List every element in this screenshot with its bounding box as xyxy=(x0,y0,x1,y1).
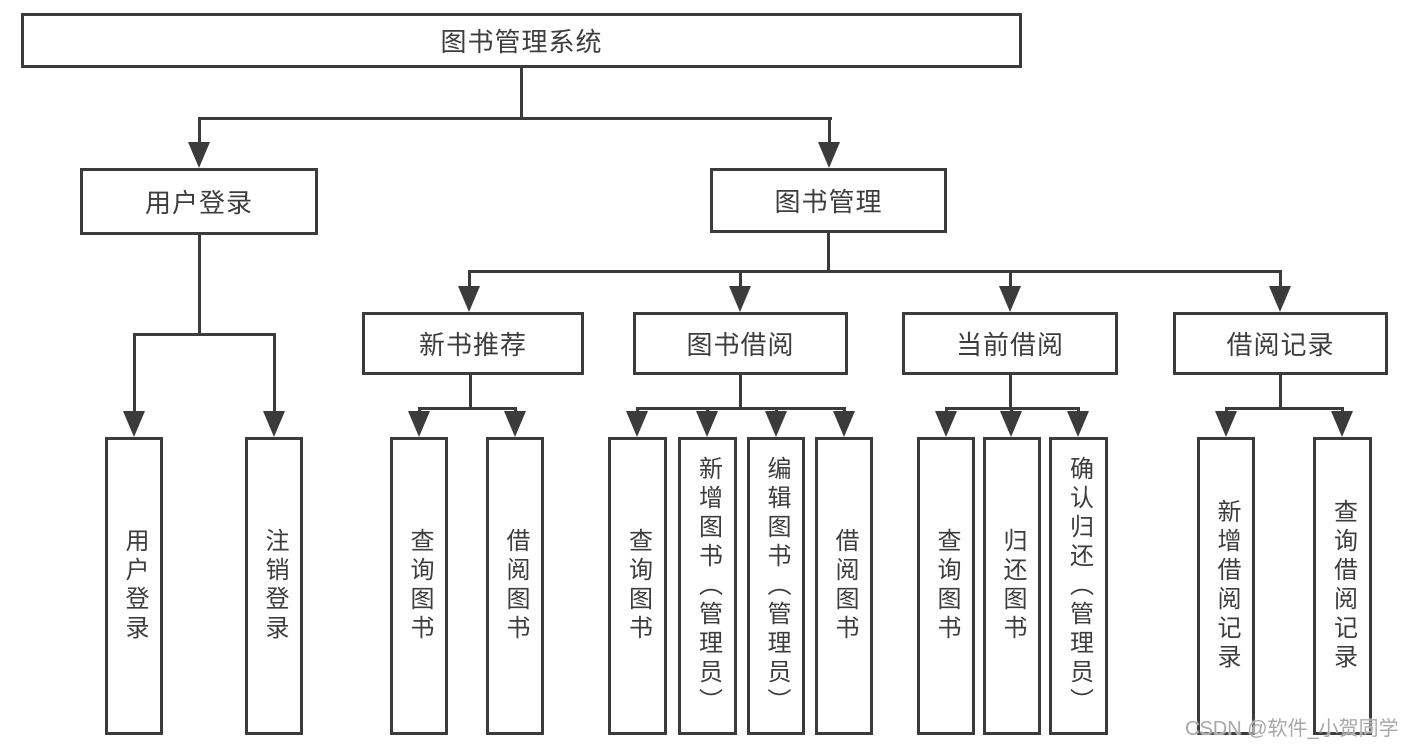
arrow-down-icon xyxy=(626,411,648,437)
arrow-shaft xyxy=(1279,270,1282,288)
leaf-borrow-books-1-label: 借阅图书 xyxy=(502,528,529,644)
arrow-down-icon xyxy=(1331,411,1353,437)
arrow-shaft xyxy=(1341,407,1344,413)
arrow-shaft xyxy=(945,407,948,413)
arrow-shaft xyxy=(273,333,276,413)
node-root: 图书管理系统 xyxy=(21,13,1022,68)
leaf-query-books-2-label: 查询图书 xyxy=(624,528,652,644)
arrow-down-icon xyxy=(1215,411,1237,437)
leaf-user-login: 用户登录 xyxy=(105,437,163,735)
leaf-query-books-1: 查询图书 xyxy=(390,437,448,735)
leaf-add-books-admin-label: 新增图书（管理员） xyxy=(694,455,722,717)
h-line xyxy=(198,117,832,120)
arrow-shaft xyxy=(514,407,517,413)
h-line xyxy=(636,407,845,410)
h-line xyxy=(418,407,516,410)
leaf-query-books-2: 查询图书 xyxy=(608,437,667,735)
arrow-shaft xyxy=(1010,407,1013,413)
h-line xyxy=(468,270,1281,273)
node-book-borrowing: 图书借阅 xyxy=(633,312,848,375)
arrow-shaft xyxy=(1009,270,1012,288)
node-user-login: 用户登录 xyxy=(80,168,318,235)
leaf-add-books-admin: 新增图书（管理员） xyxy=(678,437,737,735)
v-line xyxy=(198,235,201,336)
arrow-down-icon xyxy=(935,411,957,437)
arrow-shaft xyxy=(468,270,471,288)
arrow-down-icon xyxy=(833,411,855,437)
leaf-query-books-1-label: 查询图书 xyxy=(406,528,433,644)
v-line xyxy=(520,68,523,118)
arrow-down-icon xyxy=(1269,286,1291,312)
arrow-down-icon xyxy=(999,286,1021,312)
leaf-borrow-books-2-label: 借阅图书 xyxy=(831,528,858,644)
node-book-management: 图书管理 xyxy=(710,168,947,233)
leaf-return-books: 归还图书 xyxy=(983,437,1041,735)
leaf-add-borrow-record-label: 新增借阅记录 xyxy=(1213,499,1240,673)
arrow-down-icon xyxy=(818,142,840,168)
leaf-confirm-return-admin: 确认归还（管理员） xyxy=(1049,437,1108,735)
csdn-watermark: CSDN @软件_小贺同学 xyxy=(1185,718,1399,740)
arrow-down-icon xyxy=(408,411,430,437)
arrow-shaft xyxy=(198,117,201,146)
arrow-down-icon xyxy=(729,286,751,312)
leaf-logout-label: 注销登录 xyxy=(261,528,288,644)
leaf-logout: 注销登录 xyxy=(245,437,303,735)
node-new-book-recommend: 新书推荐 xyxy=(362,312,584,375)
leaf-confirm-return-admin-label: 确认归还（管理员） xyxy=(1065,455,1093,717)
leaf-edit-books-admin-label: 编辑图书（管理员） xyxy=(763,455,790,717)
v-line xyxy=(1279,374,1282,410)
arrow-down-icon xyxy=(188,142,210,168)
arrow-down-icon xyxy=(696,411,718,437)
arrow-down-icon xyxy=(1000,411,1022,437)
v-line xyxy=(1009,374,1012,410)
arrow-shaft xyxy=(418,407,421,413)
leaf-edit-books-admin: 编辑图书（管理员） xyxy=(747,437,805,735)
arrow-down-icon xyxy=(123,411,145,437)
leaf-query-books-3: 查询图书 xyxy=(917,437,975,735)
leaf-borrow-books-1: 借阅图书 xyxy=(486,437,544,735)
arrow-shaft xyxy=(843,407,846,413)
arrow-shaft xyxy=(706,407,709,413)
v-line xyxy=(469,374,472,410)
arrow-down-icon xyxy=(765,411,787,437)
arrow-shaft xyxy=(775,407,778,413)
v-line xyxy=(739,374,742,410)
arrow-down-icon xyxy=(504,411,526,437)
arrow-shaft xyxy=(636,407,639,413)
node-current-borrowing: 当前借阅 xyxy=(902,312,1118,375)
arrow-shaft xyxy=(739,270,742,288)
node-new-book-recommend-label: 新书推荐 xyxy=(418,330,527,360)
node-book-borrowing-label: 图书借阅 xyxy=(686,330,795,360)
node-borrowing-records: 借阅记录 xyxy=(1173,312,1388,375)
h-line xyxy=(1225,407,1343,410)
arrow-down-icon xyxy=(458,286,480,312)
leaf-query-borrow-record: 查询借阅记录 xyxy=(1313,437,1372,735)
leaf-query-borrow-record-label: 查询借阅记录 xyxy=(1329,499,1357,673)
arrow-shaft xyxy=(133,333,136,413)
node-book-management-label: 图书管理 xyxy=(774,187,883,217)
leaf-add-borrow-record: 新增借阅记录 xyxy=(1197,437,1255,735)
arrow-shaft xyxy=(1225,407,1228,413)
v-line xyxy=(827,232,830,273)
node-root-label: 图书管理系统 xyxy=(440,27,603,57)
leaf-user-login-label: 用户登录 xyxy=(121,528,148,644)
leaf-borrow-books-2: 借阅图书 xyxy=(815,437,873,735)
leaf-return-books-label: 归还图书 xyxy=(999,528,1026,644)
leaf-query-books-3-label: 查询图书 xyxy=(933,528,960,644)
node-current-borrowing-label: 当前借阅 xyxy=(955,330,1064,360)
arrow-down-icon xyxy=(263,411,285,437)
node-borrowing-records-label: 借阅记录 xyxy=(1226,330,1335,360)
arrow-down-icon xyxy=(1067,411,1089,437)
arrow-shaft xyxy=(1077,407,1080,413)
h-line xyxy=(133,333,275,336)
node-user-login-label: 用户登录 xyxy=(144,188,253,218)
arrow-shaft xyxy=(828,117,831,146)
